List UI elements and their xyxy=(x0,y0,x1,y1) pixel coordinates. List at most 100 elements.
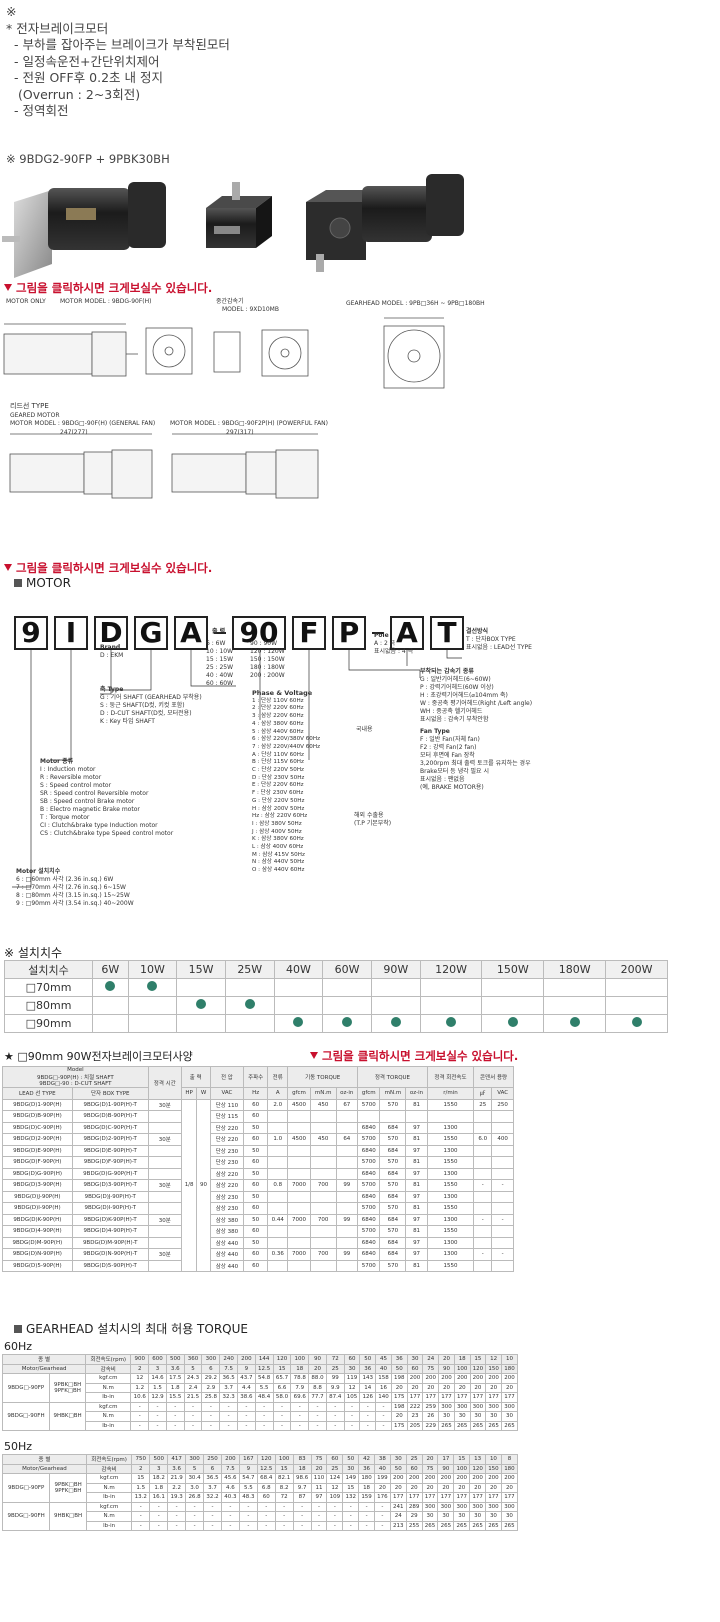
table-cell: - xyxy=(238,1501,258,1512)
table-cell: 222 xyxy=(406,1401,424,1412)
table-header: 30 xyxy=(389,1454,407,1465)
table-cell xyxy=(481,996,545,1015)
spec-unit: r/min xyxy=(426,1087,475,1100)
spec-lead-model: 9BDG(D)E-90P(H) xyxy=(2,1144,73,1157)
table-cell: - xyxy=(325,1411,345,1422)
table-cell: - xyxy=(491,1248,514,1261)
code-dash xyxy=(372,632,384,634)
torque-unit: kgf.cm xyxy=(85,1473,133,1484)
technical-drawings[interactable] xyxy=(0,310,720,570)
table-header: 200 xyxy=(237,1354,256,1365)
torque-unit: N.m xyxy=(85,1411,132,1422)
table-cell: - xyxy=(183,1420,203,1431)
code-label-export: 해외 수출용(T.P 기본부착) xyxy=(354,812,392,827)
product-photos[interactable] xyxy=(0,168,470,280)
table-cell: 97 xyxy=(405,1248,428,1261)
table-cell xyxy=(335,1110,359,1123)
table-cell: 단상 220 xyxy=(209,1133,245,1146)
table-header: 설치치수 xyxy=(3,960,94,979)
table-cell: 177 xyxy=(500,1492,519,1503)
table-header: 180W xyxy=(543,960,607,979)
table-cell: 20 xyxy=(389,1482,407,1493)
availability-dot-icon xyxy=(293,1017,304,1027)
table-cell: 1550 xyxy=(426,1098,475,1111)
code-char: T xyxy=(430,616,464,650)
table-cell: 5700 xyxy=(357,1202,381,1215)
table-cell: 0.36 xyxy=(267,1248,289,1261)
table-header: 600 xyxy=(148,1354,167,1365)
table-cell xyxy=(405,1110,428,1123)
table-cell xyxy=(491,1190,514,1203)
table-cell: 265 xyxy=(501,1420,518,1431)
table-cell: - xyxy=(343,1420,361,1431)
table-header: 72 xyxy=(325,1354,345,1365)
table-header: 25 xyxy=(325,1363,345,1374)
table-cell xyxy=(309,1202,337,1215)
table-cell: 177 xyxy=(405,1492,423,1503)
table-cell: 7000 xyxy=(287,1179,311,1192)
table-cell: 7.9 xyxy=(290,1382,310,1393)
availability-dot-icon xyxy=(390,1017,401,1027)
table-cell: 3.7 xyxy=(219,1382,238,1393)
table-cell: 119 xyxy=(343,1373,361,1384)
table-header: 12 xyxy=(485,1354,503,1365)
table-cell: 삼상 230 xyxy=(209,1202,245,1215)
table-cell xyxy=(267,1202,289,1215)
table-cell: - xyxy=(220,1511,240,1522)
table-cell: 60 xyxy=(243,1156,269,1169)
table-cell: 13.2 xyxy=(131,1492,151,1503)
spec-table: Model 9BDG□-90P(H) : 치절 SHAFT 9BDG□-90 :… xyxy=(2,1066,514,1272)
spec-box-model: 9BDG(D)J-90P(H)-T xyxy=(71,1190,149,1203)
table-cell: - xyxy=(274,1520,294,1531)
dimension-label: 247(277) xyxy=(60,429,88,436)
table-cell: 300 xyxy=(437,1501,455,1512)
table-header: 30 xyxy=(343,1363,361,1374)
table-header: 15 xyxy=(274,1463,294,1474)
click-notice[interactable]: 그림을 클릭하시면 크게보실수 있습니다. xyxy=(4,280,212,296)
code-leader-lines xyxy=(12,650,462,888)
click-notice[interactable]: 그림을 클릭하시면 크게보실수 있습니다. xyxy=(310,1048,518,1064)
table-cell xyxy=(335,1202,359,1215)
spec-box-model: 9BDG(D)F-90P(H)-T xyxy=(71,1156,149,1169)
table-cell: □90mm xyxy=(3,1014,94,1033)
table-header: 회전속도(rpm) xyxy=(85,1354,132,1365)
table-cell: 24.3 xyxy=(183,1373,203,1384)
spec-lead-model: 9BDG(D)F-90P(H) xyxy=(2,1156,73,1169)
table-cell xyxy=(491,1110,514,1123)
table-cell: 81 xyxy=(405,1156,428,1169)
table-cell: 110 xyxy=(310,1473,328,1484)
table-cell: 20 xyxy=(485,1382,503,1393)
table-cell: 삼상 440 xyxy=(209,1259,245,1272)
table-cell: 300 xyxy=(485,1401,503,1412)
table-cell: - xyxy=(131,1520,151,1531)
table-header: 200 xyxy=(220,1454,240,1465)
table-cell: 205 xyxy=(406,1420,424,1431)
availability-dot-icon xyxy=(105,981,116,991)
table-cell: - xyxy=(219,1411,238,1422)
spec-lead-model: 9BDG(D)3-90P(H) xyxy=(2,1179,73,1192)
table-cell: 16.1 xyxy=(149,1492,169,1503)
drawing-label: MODEL : 9XD10MB xyxy=(222,306,279,313)
table-cell: 20 xyxy=(390,1382,408,1393)
table-cell: 20 xyxy=(390,1411,408,1422)
hz-label: 60Hz xyxy=(4,1340,33,1353)
torque-gear-model: 9HBK□BH xyxy=(48,1401,87,1431)
table-header: 40 xyxy=(374,1463,391,1474)
table-cell: 50 xyxy=(243,1121,269,1134)
click-notice[interactable]: 그림을 클릭하시면 크게보실수 있습니다. xyxy=(4,560,212,576)
table-header: 50 xyxy=(389,1463,407,1474)
table-cell: 5700 xyxy=(357,1133,381,1146)
table-cell: 64 xyxy=(335,1133,359,1146)
spec-lead-head: LEAD 선 TYPE xyxy=(2,1087,73,1100)
table-cell: 5700 xyxy=(357,1098,381,1111)
spec-box-model: 9BDG(D)K-90P(H)-T xyxy=(71,1213,149,1226)
